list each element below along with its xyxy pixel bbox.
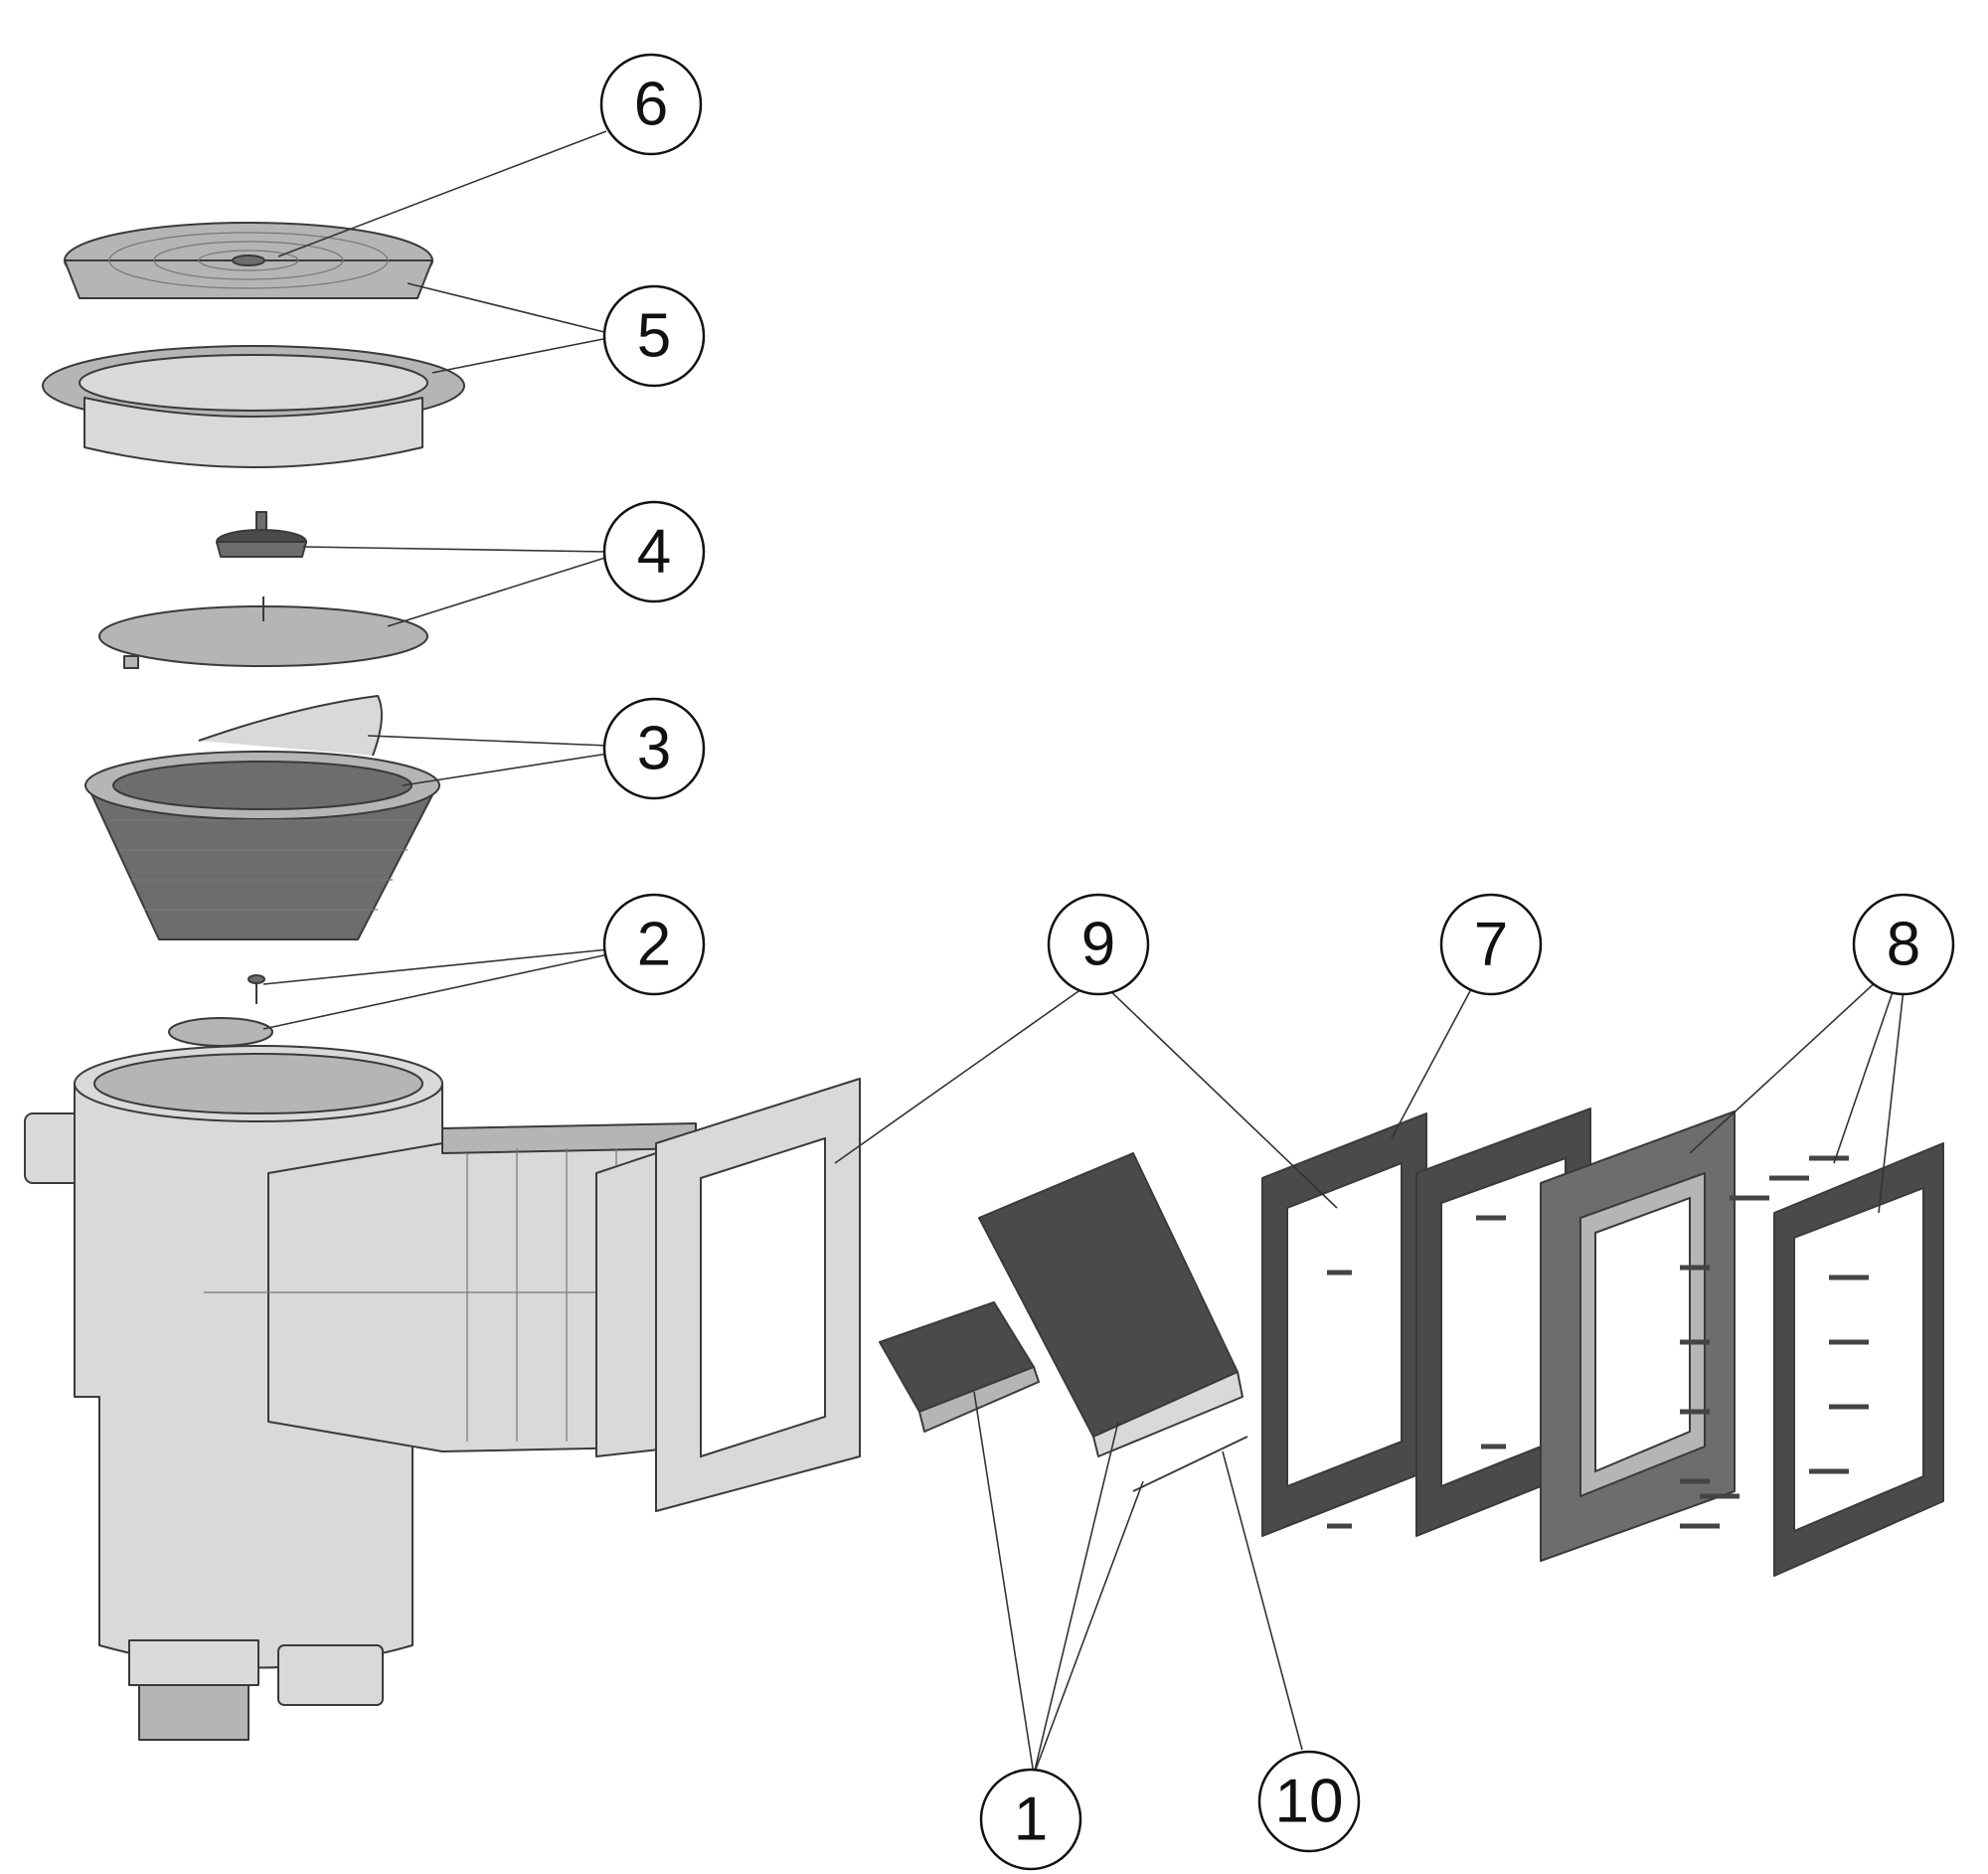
leader-7 xyxy=(1391,988,1472,1139)
skimmer-body-part xyxy=(24,1045,697,1741)
leader-2b xyxy=(262,953,609,1030)
leader-1c xyxy=(1033,1480,1144,1776)
callout-1: 1 xyxy=(979,1768,1082,1871)
callout-3: 3 xyxy=(602,697,706,800)
leader-4b xyxy=(387,556,609,627)
leader-4a xyxy=(302,546,609,553)
face-flange-part xyxy=(655,1078,861,1512)
callout-6: 6 xyxy=(599,53,703,156)
rod-part xyxy=(1132,1436,1248,1492)
callout-4-label: 4 xyxy=(637,518,671,587)
cover-frame-part xyxy=(1773,1142,1944,1577)
callout-7-label: 7 xyxy=(1474,911,1508,979)
callout-9-label: 9 xyxy=(1081,911,1115,979)
callout-2: 2 xyxy=(602,893,706,996)
leader-2a xyxy=(262,948,609,985)
weir-flap-part xyxy=(879,1152,1243,1457)
callout-5-label: 5 xyxy=(637,302,671,371)
callout-3-label: 3 xyxy=(637,715,671,783)
callout-9: 9 xyxy=(1047,893,1150,996)
callout-8: 8 xyxy=(1852,893,1955,996)
leader-3b xyxy=(402,753,609,786)
callout-2-label: 2 xyxy=(637,911,671,979)
float-valve-part xyxy=(98,511,428,669)
leader-5a xyxy=(407,282,609,334)
leader-1b xyxy=(1033,1421,1119,1776)
leader-lines xyxy=(262,130,1905,1776)
leader-3a xyxy=(367,735,609,747)
leader-5b xyxy=(431,337,609,374)
small-plate-and-screw-part xyxy=(168,974,273,1047)
leader-8c xyxy=(1878,988,1905,1214)
callout-6-label: 6 xyxy=(634,71,668,139)
leader-8a xyxy=(1689,978,1880,1154)
faceplate-part xyxy=(1540,1110,1736,1562)
callout-5: 5 xyxy=(602,284,706,388)
leader-1a xyxy=(973,1391,1035,1776)
leader-6 xyxy=(277,130,607,257)
leader-8b xyxy=(1833,988,1895,1164)
leader-9b xyxy=(1102,983,1338,1209)
callout-8-label: 8 xyxy=(1887,911,1920,979)
skimmer-lid-part xyxy=(64,222,433,299)
screws-group xyxy=(1327,1155,1869,1529)
callout-1-label: 1 xyxy=(1014,1786,1048,1854)
lid-collar-part xyxy=(42,345,465,468)
callout-4: 4 xyxy=(602,500,706,603)
strainer-basket-part xyxy=(84,695,440,940)
leader-10 xyxy=(1222,1450,1303,1751)
callout-10-label: 10 xyxy=(1275,1768,1344,1836)
gasket-a-part xyxy=(1261,1112,1427,1537)
callout-10: 10 xyxy=(1257,1750,1361,1853)
callout-7: 7 xyxy=(1439,893,1543,996)
leader-9a xyxy=(834,983,1089,1164)
